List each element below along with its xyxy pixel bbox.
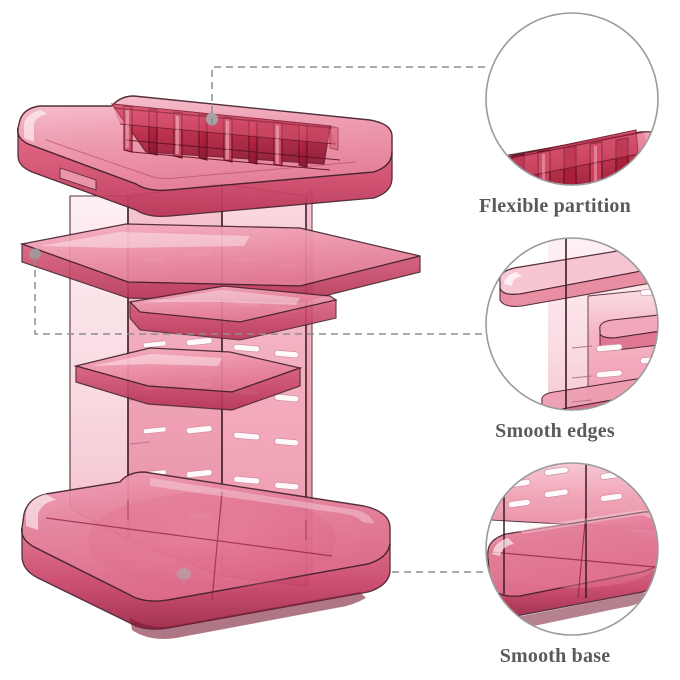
upper-shelf-highlight	[40, 232, 250, 248]
connector-smooth-edges	[34, 258, 487, 335]
partition-grid	[110, 103, 341, 171]
mid-shelf-upper-highlight	[146, 290, 300, 305]
mid-shelf-lower-highlight	[92, 354, 222, 366]
top-tray-side-tab	[59, 167, 97, 191]
callout-connectors	[34, 66, 487, 573]
mid-shelf-lower-edge	[75, 365, 301, 411]
base-tray	[21, 471, 391, 639]
mid-shelf-upper	[128, 285, 338, 341]
callout-label-smooth-edges: Smooth edges	[495, 420, 615, 442]
top-tray-edge	[17, 127, 393, 218]
callout-1-ring	[485, 12, 659, 186]
base-cross-dividers	[45, 491, 333, 601]
product-illustration	[17, 95, 421, 639]
base-rim-highlight	[26, 494, 56, 530]
base-watermark-dot	[177, 568, 191, 580]
callout-label-smooth-base: Smooth base	[499, 645, 611, 667]
callout-flexible-partition[interactable]	[470, 12, 668, 266]
callout-3-ring	[485, 462, 659, 636]
mid-shelf-upper-edge	[129, 299, 337, 341]
base-back-highlight	[150, 478, 374, 524]
partition-back-wall	[112, 104, 336, 144]
mid-shelf-lower	[73, 347, 303, 411]
callout-2-ring	[485, 237, 659, 411]
callout-smooth-edges[interactable]	[485, 237, 668, 423]
upper-wide-shelf	[19, 223, 421, 303]
connector-flexible-partition	[211, 66, 487, 125]
callout-smooth-base[interactable]	[485, 460, 668, 636]
edge-anchor-dot	[29, 248, 41, 260]
upper-shelf-edge	[21, 243, 421, 303]
top-tray-inner-line	[45, 139, 357, 180]
top-tray-rim-highlight	[24, 110, 48, 142]
base-bottom-shadow	[130, 592, 366, 639]
callout-label-flexible-partition: Flexible partition	[479, 195, 631, 217]
